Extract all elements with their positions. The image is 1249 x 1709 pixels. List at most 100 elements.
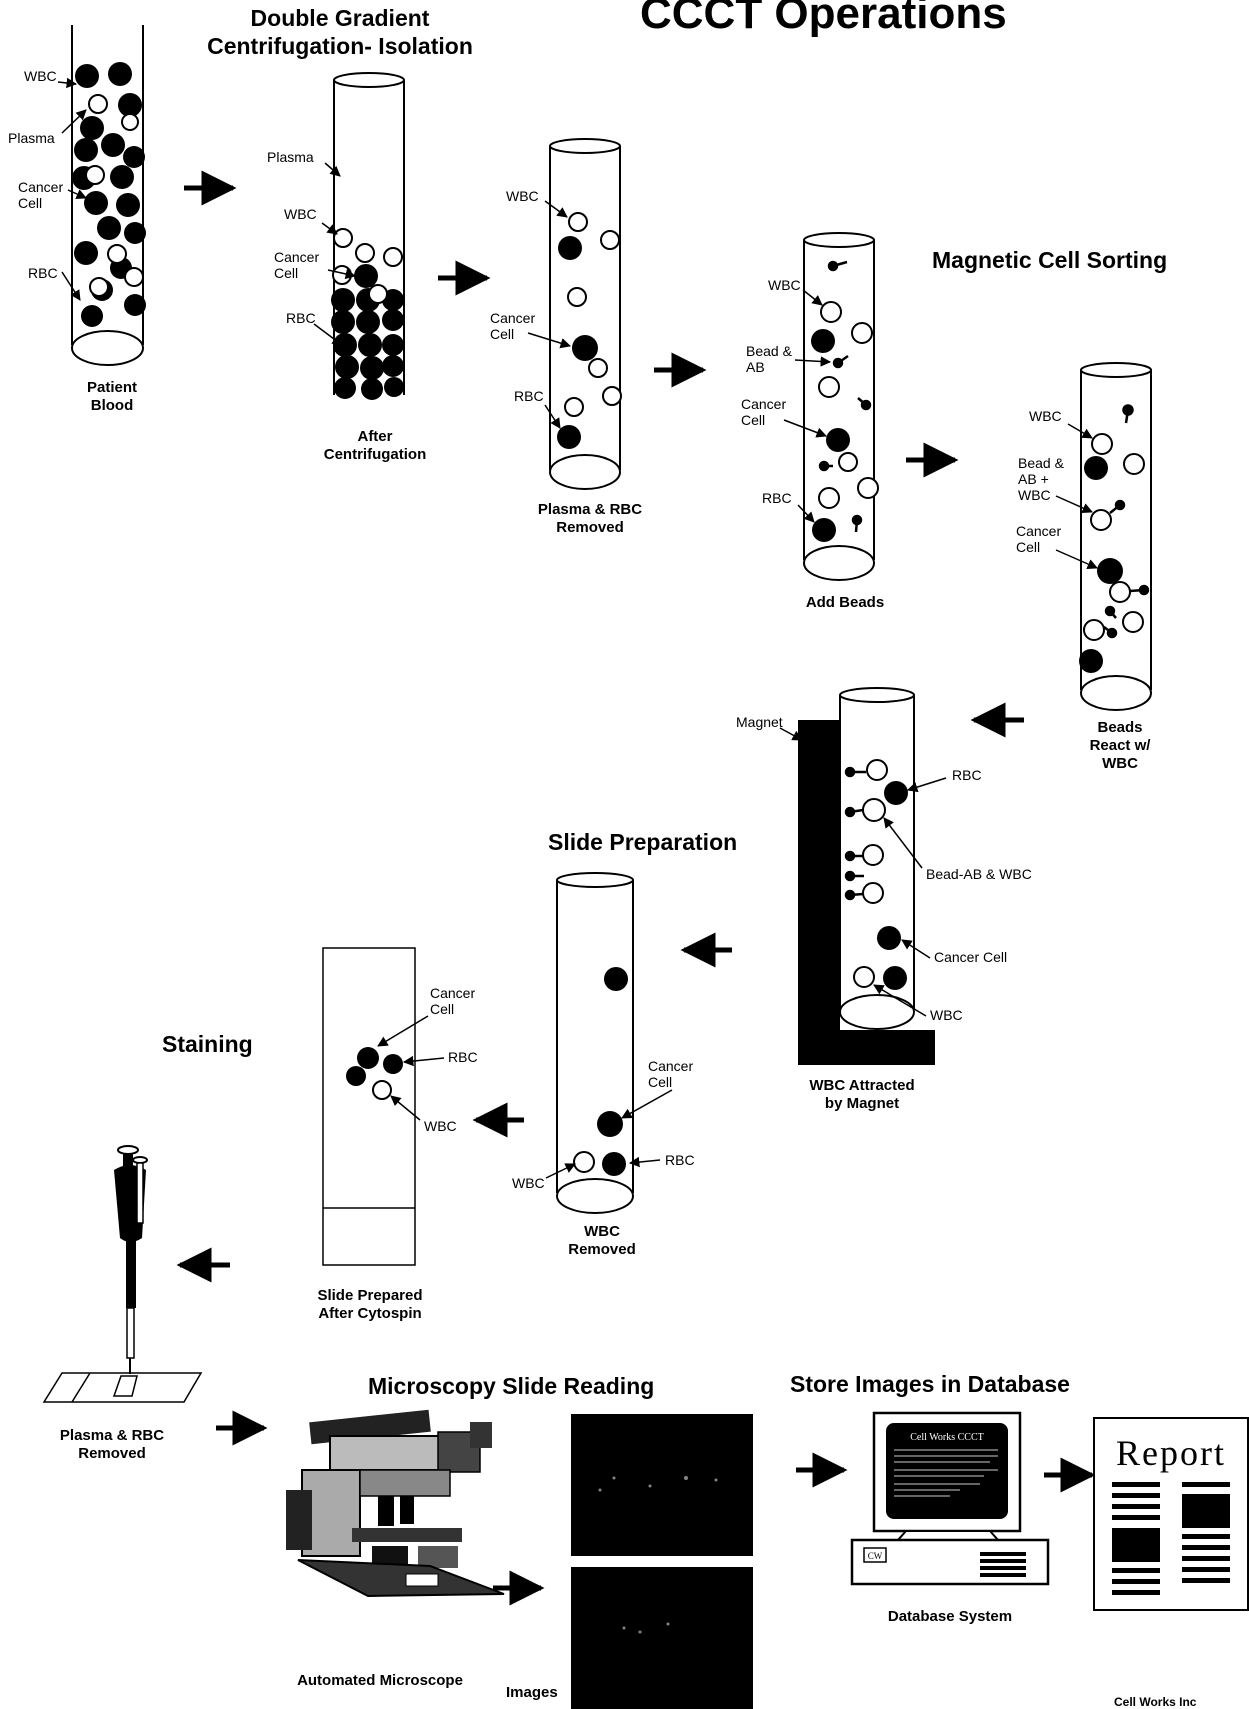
tube-magnet <box>839 687 915 1030</box>
tube5-cancer-label: Cancer <box>1016 523 1061 539</box>
caption-microscope: Automated Microscope <box>297 1672 463 1689</box>
tube5-cells <box>1079 404 1150 673</box>
caption-after-cytospin: After Cytospin <box>318 1305 421 1322</box>
tube7-cell-label: Cell <box>648 1074 672 1090</box>
tube7-wbc-label: WBC <box>512 1175 545 1191</box>
tube4-rbc-label: RBC <box>762 490 792 506</box>
tube2-wbc-label: WBC <box>284 206 317 222</box>
caption-by-magnet: by Magnet <box>825 1095 899 1112</box>
tube7-cells <box>573 967 628 1176</box>
tube4-cell-label: Cell <box>741 412 765 428</box>
tube3-rbc-label: RBC <box>514 388 544 404</box>
tube2-rbc-label: RBC <box>286 310 316 326</box>
tube3-cell-label: Cell <box>490 326 514 342</box>
tube4-pointers <box>783 289 832 523</box>
tube2-plasma-label: Plasma <box>267 149 314 165</box>
tube5-cell-label: Cell <box>1016 539 1040 555</box>
slide-cancer-label: Cancer <box>430 985 475 1001</box>
slide-pointers <box>377 1015 445 1121</box>
tube-add-beads <box>803 232 875 581</box>
slide-after-cytospin <box>322 947 416 1266</box>
tube1-cells <box>72 62 146 327</box>
bead-ab-markers <box>844 766 866 901</box>
tube1-rbc-label: RBC <box>28 265 58 281</box>
tube3-cells <box>557 212 622 449</box>
tube4-cells <box>811 260 879 542</box>
report-heading: Report <box>1116 1433 1226 1473</box>
tube6-cancer-label: Cancer Cell <box>934 949 1007 965</box>
pipette-icon <box>114 1145 148 1374</box>
tube4-ab-label: AB <box>746 359 765 375</box>
bead-ab-markers <box>1103 404 1150 639</box>
cw-badge: CW <box>868 1551 883 1561</box>
tube6-wbc-label: WBC <box>930 1007 963 1023</box>
caption-patient: Patient <box>87 379 137 396</box>
tube5-bead-label: Bead & <box>1018 455 1065 471</box>
tube3-pointers <box>527 200 572 429</box>
heading-magnetic-cell-sorting: Magnetic Cell Sorting <box>932 247 1167 273</box>
microscope-icon <box>286 1409 505 1598</box>
tube5-ab-label: AB + <box>1018 471 1049 487</box>
magnet-label: Magnet <box>736 714 783 730</box>
caption-wbc: WBC <box>1102 755 1138 772</box>
tube-plasma-rbc-removed <box>549 138 621 490</box>
tube-beads-react <box>1080 362 1152 711</box>
microscopy-image-1 <box>571 1414 753 1556</box>
heading-double-gradient: Double Gradient <box>251 5 430 31</box>
heading-microscopy: Microscopy Slide Reading <box>368 1373 654 1399</box>
tube1-cell-label: Cell <box>18 195 42 211</box>
page-title: CCCT Operations <box>640 0 1007 38</box>
caption-wbc-attracted: WBC Attracted <box>809 1077 914 1094</box>
tube5-wbc2-label: WBC <box>1018 487 1051 503</box>
caption-blood: Blood <box>91 397 134 414</box>
caption-removed: Removed <box>556 519 624 536</box>
tube1-plasma-label: Plasma <box>8 130 55 146</box>
caption-react: React w/ <box>1090 737 1152 754</box>
tube2-cancer-label: Cancer <box>274 249 319 265</box>
glass-slide-icon <box>42 1372 203 1403</box>
tube1-pointers <box>57 77 87 301</box>
heading-staining: Staining <box>162 1031 253 1057</box>
report-icon: Report <box>1093 1417 1249 1611</box>
slide-wbc-label: WBC <box>424 1118 457 1134</box>
tube7-rbc-label: RBC <box>665 1152 695 1168</box>
tube5-wbc-label: WBC <box>1029 408 1062 424</box>
caption-plasma-rbc-2: Plasma & RBC <box>60 1427 164 1444</box>
caption-centrifugation: Centrifugation <box>324 446 427 463</box>
caption-database: Database System <box>888 1608 1012 1625</box>
bead-ab-markers <box>818 260 872 533</box>
screen-title: Cell Works CCCT <box>910 1432 983 1443</box>
slide-cell-label: Cell <box>430 1001 454 1017</box>
footer-company: Cell Works Inc <box>1114 1695 1197 1709</box>
slide-cells <box>346 1047 403 1100</box>
caption-plasma-rbc: Plasma & RBC <box>538 501 642 518</box>
tube4-bead-label: Bead & <box>746 343 793 359</box>
caption-slide-prepared: Slide Prepared <box>317 1287 422 1304</box>
tube6-rbc-label: RBC <box>952 767 982 783</box>
heading-centrifugation: Centrifugation- Isolation <box>207 33 473 59</box>
tube6-pointers <box>779 727 947 1017</box>
tube2-pointers <box>313 162 357 346</box>
tube-wbc-removed <box>556 872 634 1214</box>
heading-slide-preparation: Slide Preparation <box>548 829 737 855</box>
tube3-cancer-label: Cancer <box>490 310 535 326</box>
caption-add-beads: Add Beads <box>806 594 884 611</box>
tube7-cancer-label: Cancer <box>648 1058 693 1074</box>
caption-beads: Beads <box>1097 719 1142 736</box>
database-computer-icon: Cell Works CCCT CW <box>850 1411 1050 1586</box>
caption-after: After <box>357 428 392 445</box>
caption-wbc-removed-1: WBC <box>584 1223 620 1240</box>
tube4-cancer-label: Cancer <box>741 396 786 412</box>
caption-removed-2: Removed <box>78 1445 146 1462</box>
heading-store-images: Store Images in Database <box>790 1371 1070 1397</box>
tube2-cells <box>331 228 404 400</box>
tube2-cell-label: Cell <box>274 265 298 281</box>
image-panels <box>571 1414 753 1709</box>
caption-images: Images <box>506 1684 558 1701</box>
tube3-wbc-label: WBC <box>506 188 539 204</box>
tube1-wbc-label: WBC <box>24 68 57 84</box>
tube6-bead-ab-wbc-label: Bead-AB & WBC <box>926 866 1032 882</box>
tube5-pointers <box>1055 423 1098 570</box>
slide-rbc-label: RBC <box>448 1049 478 1065</box>
